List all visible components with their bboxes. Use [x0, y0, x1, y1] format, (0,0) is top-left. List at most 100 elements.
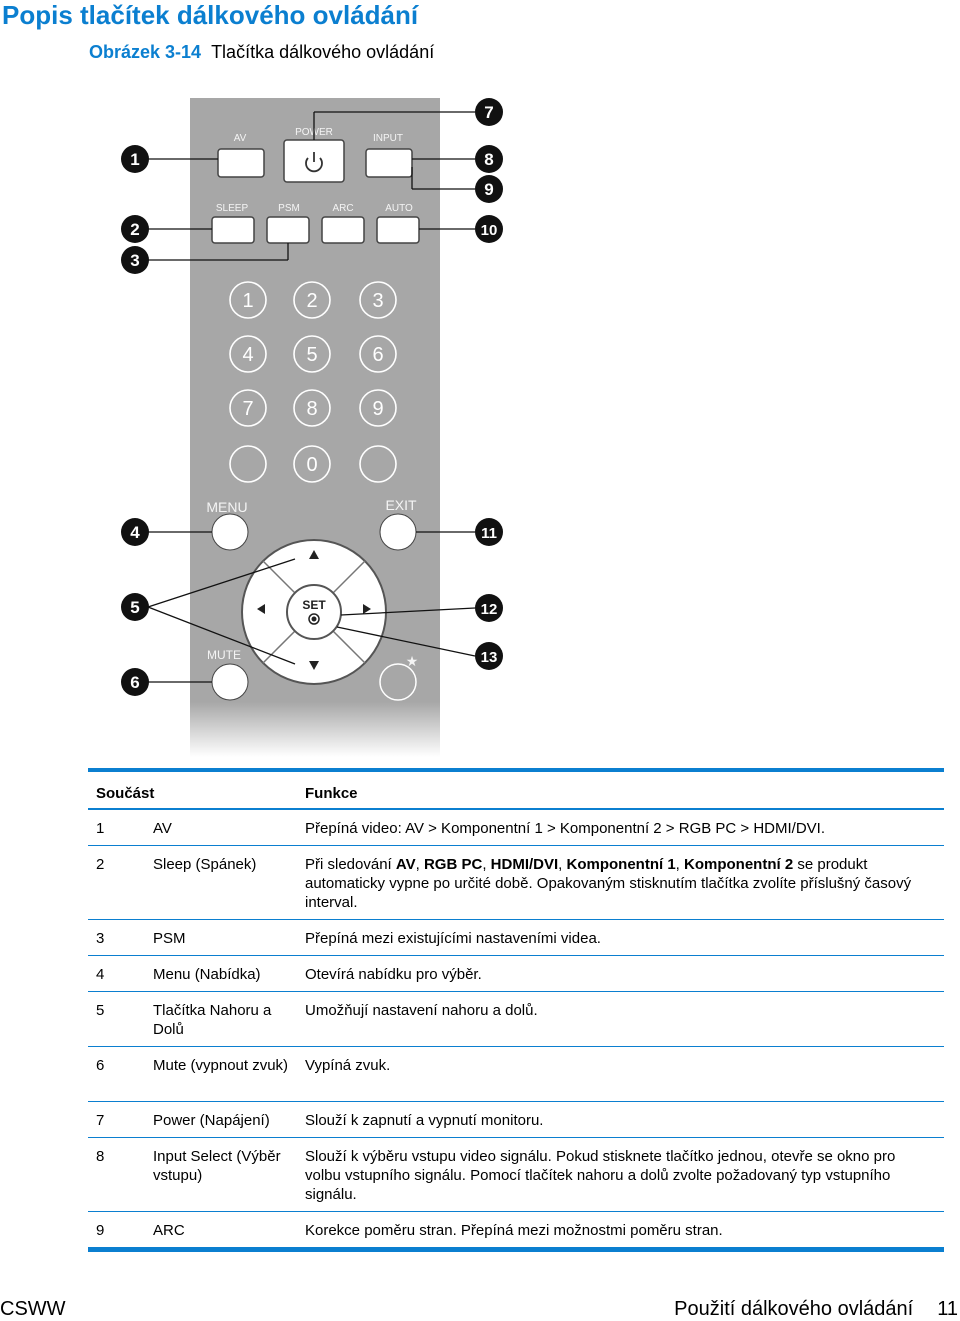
- psm-button[interactable]: [266, 216, 310, 244]
- callout-5: [121, 593, 149, 621]
- star-icon: ★: [406, 653, 419, 669]
- mute-button[interactable]: [211, 663, 249, 701]
- av-label: AV: [234, 133, 247, 144]
- set-label: SET: [302, 598, 326, 612]
- auto-button[interactable]: [376, 216, 420, 244]
- digit-button-1[interactable]: [229, 281, 267, 319]
- digit-button-5[interactable]: [293, 335, 331, 373]
- row-number: 1: [96, 820, 105, 837]
- digit-button-8[interactable]: [293, 389, 331, 427]
- row-function: Slouží k zapnutí a vypnutí monitoru.: [305, 1112, 544, 1129]
- callout-number-10: 10: [481, 222, 498, 239]
- left-arrow-icon: [257, 604, 265, 614]
- up-arrow-icon: [309, 550, 319, 559]
- input-label: INPUT: [373, 133, 403, 144]
- callout-1: [121, 145, 149, 173]
- blank-button-left[interactable]: [229, 445, 267, 483]
- row-function: Vypíná zvuk.: [305, 1057, 391, 1074]
- callout-2: [121, 215, 149, 243]
- row-part: Sleep (Spánek): [153, 856, 257, 873]
- callout-number-2: 2: [130, 220, 139, 239]
- callout-12: [475, 594, 503, 622]
- row-number: 9: [96, 1222, 105, 1239]
- row-number: 5: [96, 1002, 105, 1019]
- header-part: Součást: [96, 785, 155, 802]
- digit-label-4: 4: [242, 344, 253, 366]
- arc-label: ARC: [332, 203, 353, 214]
- down-arrow-icon: [309, 661, 319, 670]
- input-button[interactable]: [365, 148, 413, 178]
- arc-button[interactable]: [321, 216, 365, 244]
- callout-number-3: 3: [130, 251, 139, 270]
- table-bottom-rule: [88, 1248, 944, 1252]
- callout-number-4: 4: [130, 523, 140, 542]
- digit-button-3[interactable]: [359, 281, 397, 319]
- row-part: PSM: [153, 930, 186, 947]
- digit-label-3: 3: [372, 290, 383, 312]
- set-button[interactable]: [286, 584, 342, 640]
- callout-number-11: 11: [481, 525, 497, 542]
- callout-number-8: 8: [484, 150, 493, 169]
- digit-label-9: 9: [372, 398, 383, 420]
- callout-13: [475, 642, 503, 670]
- av-button[interactable]: [217, 148, 265, 178]
- callout-number-13: 13: [481, 649, 498, 666]
- favorite-button[interactable]: [379, 663, 417, 701]
- digit-label-2: 2: [306, 290, 317, 312]
- digit-label-8: 8: [306, 398, 317, 420]
- callout-number-9: 9: [484, 180, 493, 199]
- sleep-button[interactable]: [211, 216, 255, 244]
- row-part: Input Select (Výběr vstupu): [153, 1148, 281, 1184]
- row-part: Power (Napájení): [153, 1112, 270, 1129]
- row-function: Slouží k výběru vstupu video signálu. Po…: [305, 1148, 896, 1203]
- mute-label: MUTE: [207, 648, 241, 662]
- digit-button-4[interactable]: [229, 335, 267, 373]
- row-function: Přepíná mezi existujícími nastaveními vi…: [305, 930, 601, 947]
- digit-button-0[interactable]: [293, 445, 331, 483]
- figure-caption: Obrázek 3-14 Tlačítka dálkového ovládání: [89, 42, 434, 63]
- footer-section: Použití dálkového ovládání: [674, 1298, 914, 1320]
- sleep-label: SLEEP: [216, 203, 249, 214]
- digit-label-0: 0: [306, 454, 317, 476]
- footer-left: CSWW: [0, 1298, 66, 1320]
- exit-label: EXIT: [385, 497, 417, 513]
- callout-number-7: 7: [484, 103, 493, 122]
- callout-number-5: 5: [130, 598, 139, 617]
- callout-7: [475, 98, 503, 126]
- row-number: 6: [96, 1057, 105, 1074]
- blank-button-right[interactable]: [359, 445, 397, 483]
- psm-label: PSM: [278, 203, 300, 214]
- digit-button-6[interactable]: [359, 335, 397, 373]
- digit-label-1: 1: [242, 290, 253, 312]
- callout-11: [475, 518, 503, 546]
- callout-10: [475, 215, 503, 243]
- footer-right: Použití dálkového ovládání 11: [674, 1298, 958, 1321]
- callout-9: [475, 175, 503, 203]
- digit-button-9[interactable]: [359, 389, 397, 427]
- callout-8: [475, 145, 503, 173]
- row-function: Přepíná video: AV > Komponentní 1 > Komp…: [305, 820, 826, 837]
- menu-button[interactable]: [211, 513, 249, 551]
- figure-caption-text: Tlačítka dálkového ovládání: [211, 42, 435, 62]
- digit-button-7[interactable]: [229, 389, 267, 427]
- callout-4: [121, 518, 149, 546]
- table-row: 6 Mute (vypnout zvuk) Vypíná zvuk.: [88, 1047, 944, 1102]
- page-number: 11: [937, 1298, 958, 1320]
- exit-button[interactable]: [379, 513, 417, 551]
- callout-number-6: 6: [130, 673, 139, 692]
- callout-3: [121, 246, 149, 274]
- page-title: Popis tlačítek dálkového ovládání: [2, 0, 419, 30]
- row-part: Mute (vypnout zvuk): [153, 1057, 289, 1074]
- figure-number: Obrázek 3-14: [89, 42, 202, 62]
- row-number: 8: [96, 1148, 105, 1165]
- digit-label-6: 6: [372, 344, 383, 366]
- auto-label: AUTO: [385, 203, 413, 214]
- digit-button-2[interactable]: [293, 281, 331, 319]
